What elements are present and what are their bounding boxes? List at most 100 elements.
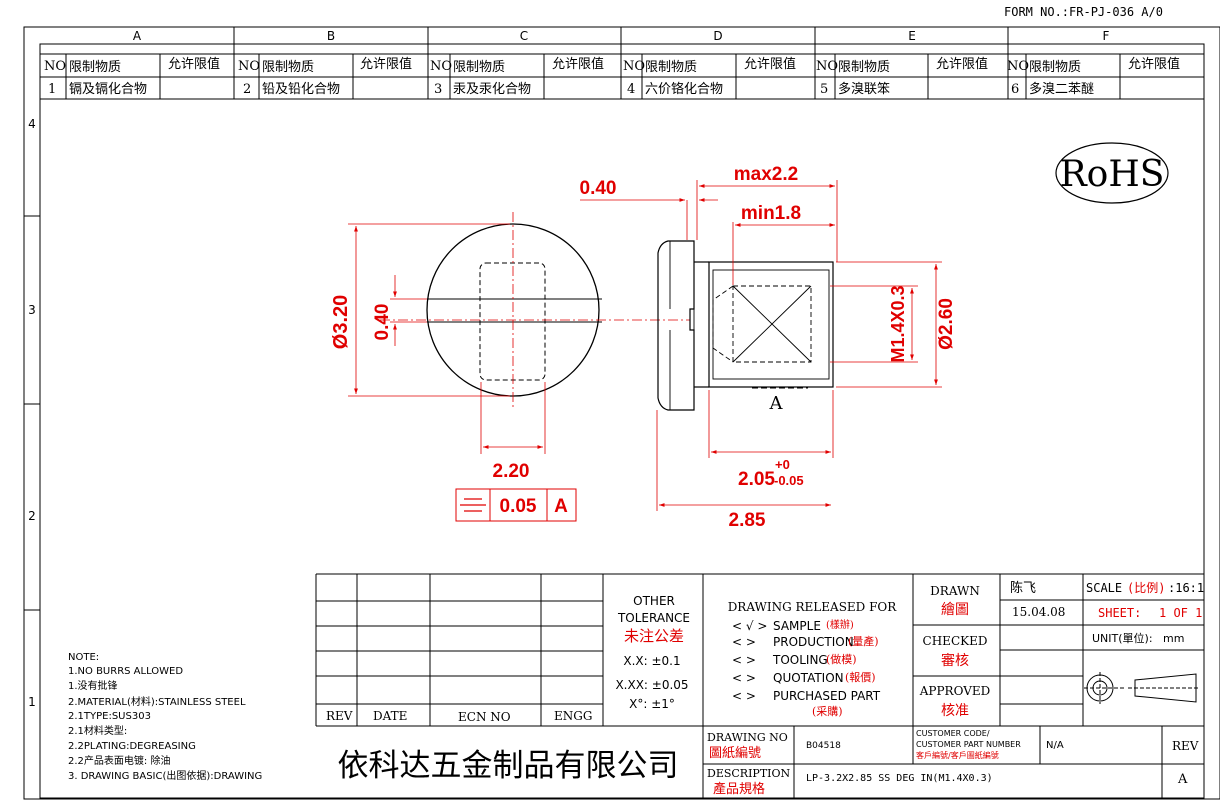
form-number: FORM NO.:FR-PJ-036 A/0 [1004,5,1163,19]
substance-name: 六价铬化合物 [645,81,723,97]
dim-shank-minus: -0.05 [774,473,804,488]
svg-text:NOTE:: NOTE: [68,652,99,663]
zone-2: 2 [28,509,36,523]
svg-text:(樣辦): (樣辦) [826,618,854,631]
dim-head-diameter: Ø3.20 [330,295,352,349]
svg-text:2.MATERIAL(材料):STAINLESS STEEL: 2.MATERIAL(材料):STAINLESS STEEL [68,695,246,708]
front-view [380,212,690,410]
substance-no: 3 [434,82,442,97]
svg-text:圖紙編號: 圖紙編號 [709,745,761,761]
svg-text:X°: ±1°: X°: ±1° [629,697,675,711]
zone-d: D [713,29,722,43]
shank [708,261,834,388]
zone-e: E [908,29,916,43]
svg-text:允许限值: 允许限值 [360,56,412,72]
svg-text:ECN NO: ECN NO [458,710,511,724]
outer-frame [23,26,1220,800]
substance-no: 1 [48,82,56,97]
substance-no: 2 [243,82,251,97]
signoff-block: DRAWN 繪圖 CHECKED 審核 APPROVED 核准 [919,584,991,719]
svg-text:2.2产品表面电镀: 除油: 2.2产品表面电镀: 除油 [68,754,170,767]
svg-text:(量產): (量產) [848,634,879,648]
svg-text:UNIT(單位):: UNIT(單位): [1092,631,1153,645]
svg-text:CHECKED: CHECKED [923,634,988,648]
symmetry-symbol-icon [460,498,486,512]
svg-text:DRAWING NO: DRAWING NO [707,731,788,744]
dim-head-thickness: 0.40 [580,178,617,199]
zone-c: C [520,29,528,43]
svg-text:(比例): (比例) [1127,581,1165,595]
svg-text:2.1TYPE:SUS303: 2.1TYPE:SUS303 [68,711,151,722]
substances-header: NO 限制物质 允许限值 NO 限制物质 允许限值 NO 限制物质 允许限值 N… [44,56,1180,75]
thread-hidden [732,285,812,363]
svg-text:客戶編號/客戶圖紙編號: 客戶編號/客戶圖紙編號 [916,750,999,760]
svg-text:DATE: DATE [373,709,407,723]
svg-text:APPROVED: APPROVED [919,684,991,698]
svg-text:限制物质: 限制物质 [69,60,121,75]
tolerance-block: OTHER TOLERANCE 未注公差 X.X: ±0.1 X.XX: ±0.… [615,594,690,711]
svg-text:NO: NO [623,59,645,74]
dim-total-length: 2.85 [729,510,766,531]
svg-text:DRAWING RELEASED FOR: DRAWING RELEASED FOR [728,600,898,614]
svg-text:允许限值: 允许限值 [1128,56,1180,72]
rev-label: REV [1172,739,1199,753]
substance-no: 6 [1011,82,1019,97]
svg-text:(采購): (采購) [812,704,843,718]
substance-name: 汞及汞化合物 [453,82,531,97]
svg-text::16:1: :16:1 [1168,581,1204,595]
screw-head [657,240,695,411]
zone-dividers [24,27,1009,611]
revision-headers: REV DATE ECN NO ENGG [326,709,592,724]
svg-text:X.X: ±0.1: X.X: ±0.1 [623,654,680,668]
substance-no: 5 [820,82,828,97]
zone-3: 3 [28,303,36,317]
svg-text:NO: NO [44,59,66,74]
svg-text:限制物质: 限制物质 [838,60,890,75]
svg-text:NO: NO [430,59,452,74]
dim-thread: M1.4X0.3 [888,285,908,362]
svg-text:允许限值: 允许限值 [168,56,220,72]
svg-text:LP-3.2X2.85 SS DEG IN(M1.4X0.3: LP-3.2X2.85 SS DEG IN(M1.4X0.3) [806,773,993,784]
svg-text:繪圖: 繪圖 [941,601,969,618]
svg-text:PURCHASED PART: PURCHASED PART [773,689,881,703]
svg-text:X.XX: ±0.05: X.XX: ±0.05 [615,678,688,692]
substance-name: 多溴二苯醚 [1029,81,1094,97]
dim-shank-plus: +0 [775,457,790,472]
svg-text:SHEET:: SHEET: [1098,606,1141,620]
zone-1: 1 [28,695,36,709]
svg-text:N/A: N/A [1046,740,1064,751]
zone-f: F [1103,29,1110,43]
svg-text:未注公差: 未注公差 [624,627,684,645]
inner-frame [39,43,1205,799]
tolerance-value: 0.05 [500,496,537,517]
svg-text:限制物质: 限制物质 [262,60,314,75]
svg-text:(做模): (做模) [826,652,857,666]
svg-text:NO: NO [238,59,260,74]
svg-text:CUSTOMER PART NUMBER: CUSTOMER PART NUMBER [916,740,1021,749]
rev-value: A [1177,772,1188,787]
svg-text:< >: < > [732,689,756,703]
zone-b: B [327,29,335,43]
zone-a: A [133,29,142,43]
description: DESCRIPTION 產品規格 LP-3.2X2.85 SS DEG IN(M… [707,767,993,797]
tolerance-datum: A [554,496,568,517]
drawn-by-name: 陈飞 [1010,580,1036,596]
svg-text:NO: NO [1007,59,1029,74]
dim-shank-length: 2.05 [738,469,775,490]
substance-name: 多溴联笨 [838,81,890,97]
release-block: DRAWING RELEASED FOR < √ > SAMPLE (樣辦) <… [728,600,898,718]
svg-text:DESCRIPTION: DESCRIPTION [707,767,791,780]
svg-text:限制物质: 限制物质 [1029,60,1081,75]
svg-text:允许限值: 允许限值 [936,56,988,72]
svg-text:REV: REV [326,709,353,723]
dim-shank-diameter: Ø2.60 [936,298,957,350]
title-block-lines [315,573,1204,798]
svg-text:SAMPLE: SAMPLE [773,619,821,633]
svg-text:< >: < > [732,653,756,667]
svg-text:1.没有批锋: 1.没有批锋 [68,679,118,692]
svg-text:允许限值: 允许限值 [744,56,796,72]
side-view [657,240,834,411]
svg-text:OTHER: OTHER [633,594,675,608]
svg-text:(報價): (報價) [845,670,876,684]
